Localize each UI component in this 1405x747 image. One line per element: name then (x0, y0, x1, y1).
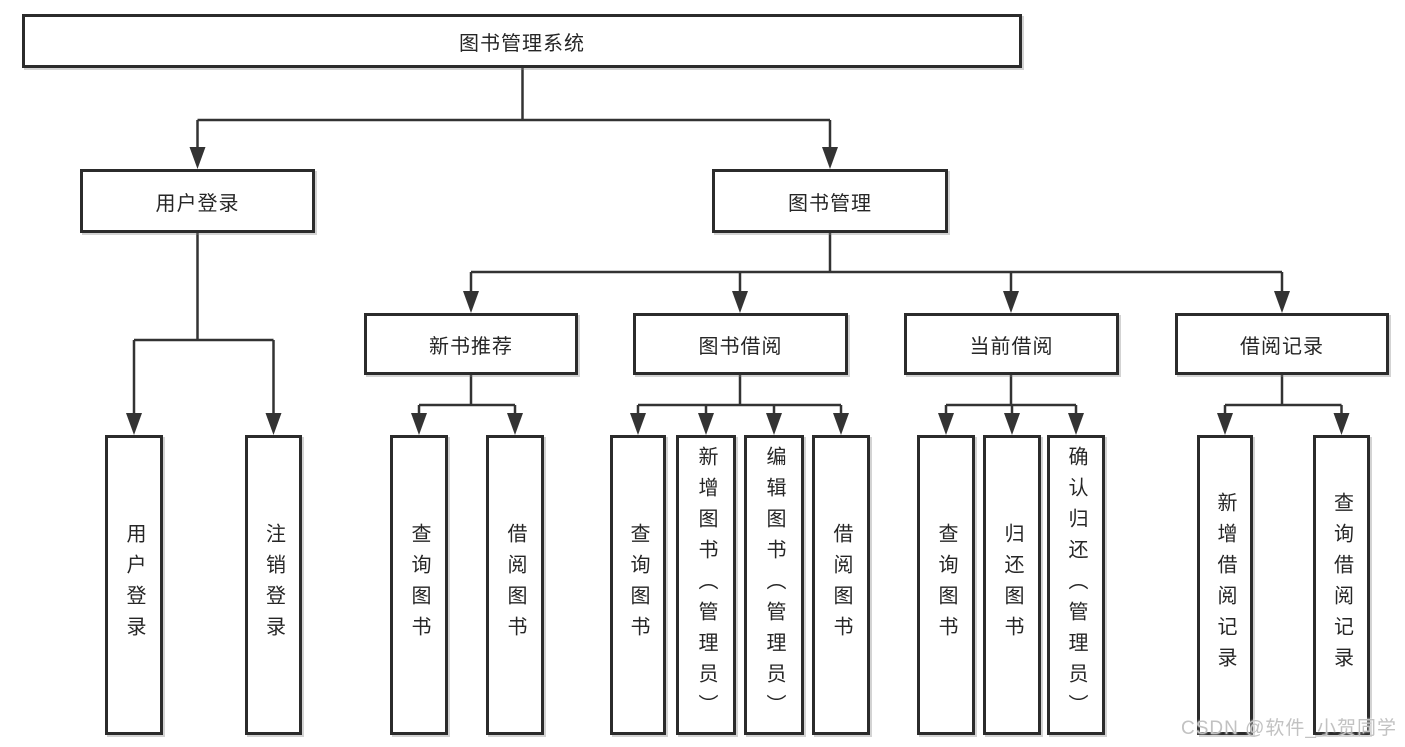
node-current-borrow: 当前借阅 (904, 313, 1119, 375)
node-label: 借阅记录 (1240, 335, 1324, 358)
leaf-label: 查询图书 (935, 523, 957, 647)
leaf-return-books: 归还图书 (983, 435, 1041, 735)
leaf-label: 查询图书 (627, 523, 649, 647)
leaf-label: 借阅图书 (830, 523, 852, 647)
leaf-borrow-books-recommend: 借阅图书 (486, 435, 544, 735)
leaf-query-books-recommend: 查询图书 (390, 435, 448, 735)
node-label: 用户登录 (155, 192, 240, 215)
leaf-logout: 注销登录 (245, 435, 302, 735)
leaf-label: 编辑图书（管理员） (763, 445, 785, 725)
leaf-label: 查询图书 (408, 523, 430, 647)
leaf-add-books-admin: 新增图书（管理员） (676, 435, 736, 735)
leaf-label: 确认归还（管理员） (1065, 445, 1087, 725)
leaf-label: 新增图书（管理员） (695, 445, 717, 725)
node-label: 图书管理 (788, 192, 872, 215)
leaf-query-borrow-record: 查询借阅记录 (1313, 435, 1370, 735)
leaf-query-books-current: 查询图书 (917, 435, 975, 735)
node-label: 图书借阅 (698, 335, 783, 358)
leaf-add-borrow-record: 新增借阅记录 (1197, 435, 1253, 735)
leaf-label: 归还图书 (1001, 523, 1023, 647)
node-book-borrow: 图书借阅 (633, 313, 848, 375)
leaf-label: 借阅图书 (504, 523, 526, 647)
leaf-confirm-return-admin: 确认归还（管理员） (1047, 435, 1105, 735)
node-label: 当前借阅 (969, 335, 1054, 358)
node-new-book-recommend: 新书推荐 (364, 313, 578, 375)
node-library-management-system: 图书管理系统 (22, 14, 1022, 68)
leaf-user-login: 用户登录 (105, 435, 163, 735)
leaf-label: 查询借阅记录 (1330, 492, 1353, 678)
node-borrow-records: 借阅记录 (1175, 313, 1389, 375)
leaf-label: 注销登录 (262, 523, 285, 647)
leaf-query-books-borrow: 查询图书 (610, 435, 666, 735)
leaf-edit-books-admin: 编辑图书（管理员） (744, 435, 804, 735)
leaf-label: 用户登录 (123, 523, 145, 647)
leaf-label: 新增借阅记录 (1214, 492, 1236, 678)
node-label: 图书管理系统 (459, 32, 585, 55)
node-user-login: 用户登录 (80, 169, 315, 233)
arrowheads (126, 147, 1350, 435)
leaf-borrow-books: 借阅图书 (812, 435, 870, 735)
node-book-management: 图书管理 (712, 169, 948, 233)
node-label: 新书推荐 (429, 335, 513, 358)
